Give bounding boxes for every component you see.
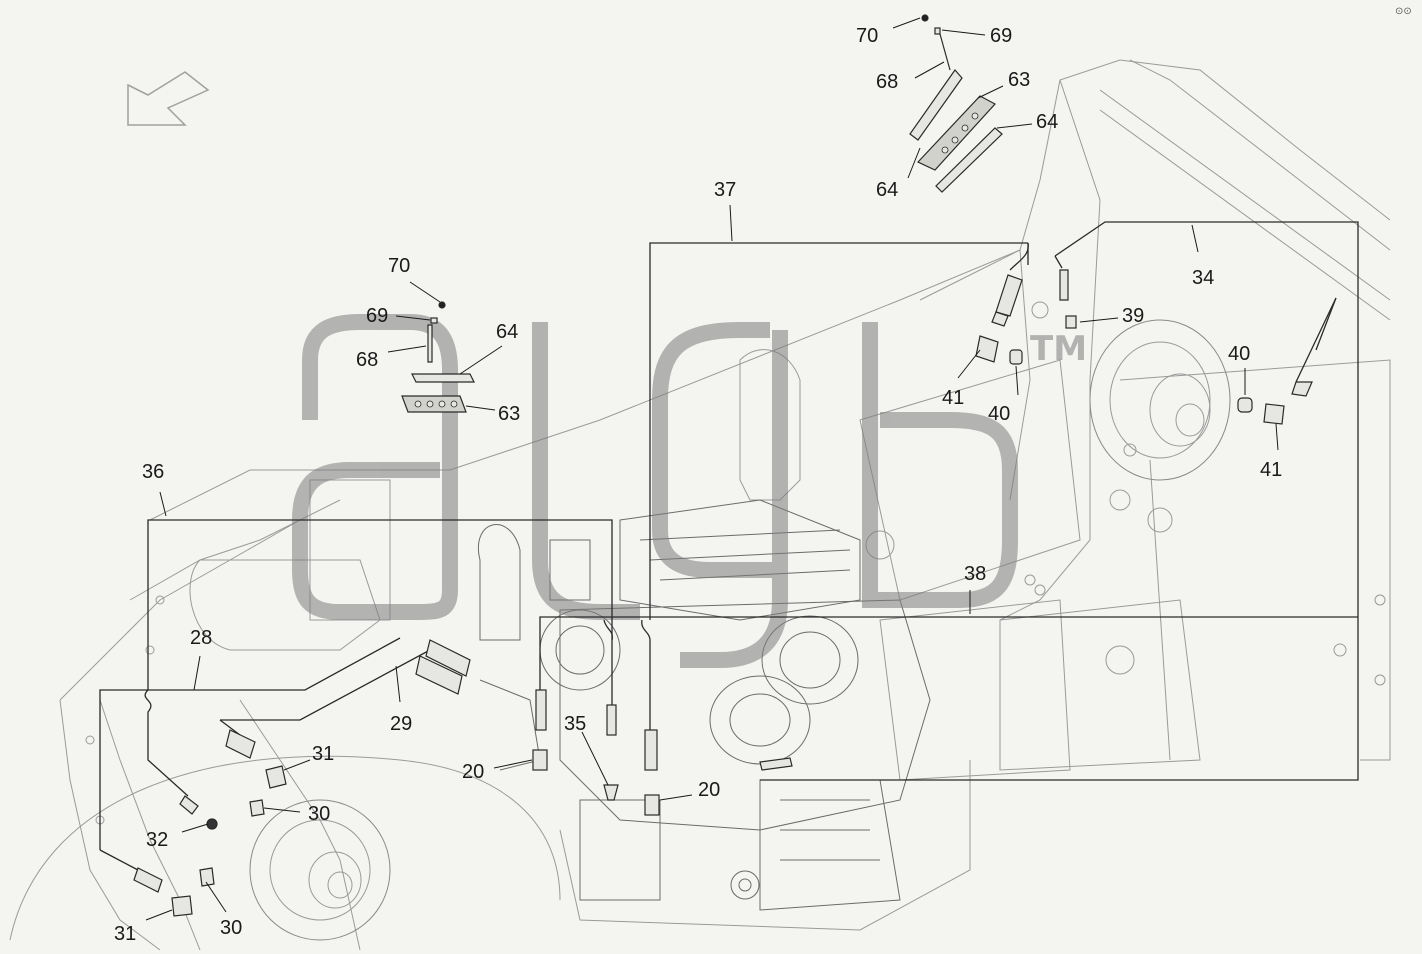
callout-68-top: 68 <box>876 71 898 93</box>
callout-69-top: 69 <box>990 25 1012 47</box>
part-64-top-b <box>935 127 1003 193</box>
part-35-end <box>606 704 617 736</box>
callout-63-mid: 63 <box>498 403 520 425</box>
callout-64-top-right: 64 <box>1036 111 1058 133</box>
watermark: TM <box>292 314 1087 668</box>
callout-70-top: 70 <box>856 25 878 47</box>
callout-29: 29 <box>390 713 412 735</box>
part-32 <box>206 818 218 830</box>
callout-40-right: 40 <box>1228 343 1250 365</box>
part-29-hose <box>425 639 471 677</box>
part-69-mid <box>430 317 438 324</box>
callout-31-upper: 31 <box>312 743 334 765</box>
callout-64-top-left: 64 <box>876 179 898 201</box>
part-68-mid <box>427 324 433 363</box>
callout-37: 37 <box>714 179 736 201</box>
hose-routing <box>99 221 1359 871</box>
part-68-top-pin <box>939 33 951 71</box>
part-30-lower <box>199 867 215 887</box>
callout-39: 39 <box>1122 305 1144 327</box>
machine-linework <box>9 59 1391 951</box>
callout-35: 35 <box>564 713 586 735</box>
part-63-mid <box>401 395 467 413</box>
part-30-upper <box>249 799 265 817</box>
part-36-end <box>535 689 547 731</box>
callout-32: 32 <box>146 829 168 851</box>
part-69-top <box>934 27 941 35</box>
part-39 <box>1065 315 1077 329</box>
part-37-end <box>644 729 658 771</box>
corner-mark: ⊙⊙ <box>1395 6 1412 17</box>
part-31-lower <box>171 895 193 917</box>
parts <box>133 14 1313 917</box>
callout-30-upper: 30 <box>308 803 330 825</box>
callout-labels: 70 69 68 63 64 64 37 34 39 40 40 41 41 7… <box>114 25 1282 945</box>
callout-28: 28 <box>190 627 212 649</box>
callout-34: 34 <box>1192 267 1214 289</box>
callout-30-lower: 30 <box>220 917 242 939</box>
part-41-right <box>1263 403 1285 425</box>
callout-31-lower: 31 <box>114 923 136 945</box>
part-40-right <box>1237 397 1253 413</box>
part-28-hose <box>415 655 463 695</box>
part-70-mid <box>438 301 446 309</box>
part-68-top <box>909 69 963 141</box>
callout-36: 36 <box>142 461 164 483</box>
callout-20-left: 20 <box>462 761 484 783</box>
part-70-top <box>921 14 929 22</box>
part-40-left <box>1009 349 1023 365</box>
callout-41-left: 41 <box>942 387 964 409</box>
callout-41-right: 41 <box>1260 459 1282 481</box>
callout-38: 38 <box>964 563 986 585</box>
callout-64-mid: 64 <box>496 321 518 343</box>
part-64-mid <box>411 373 475 383</box>
callout-68-mid: 68 <box>356 349 378 371</box>
callout-63-top: 63 <box>1008 69 1030 91</box>
leader-lines <box>145 17 1279 921</box>
part-41-left <box>975 335 999 363</box>
part-37-fitting <box>995 274 1023 317</box>
callout-40-left: 40 <box>988 403 1010 425</box>
part-31-upper <box>265 765 287 789</box>
callout-69-mid: 69 <box>366 305 388 327</box>
arrow-icon <box>127 71 210 126</box>
callout-20-right: 20 <box>698 779 720 801</box>
callout-70-mid: 70 <box>388 255 410 277</box>
watermark-trademark: TM <box>1030 329 1087 369</box>
